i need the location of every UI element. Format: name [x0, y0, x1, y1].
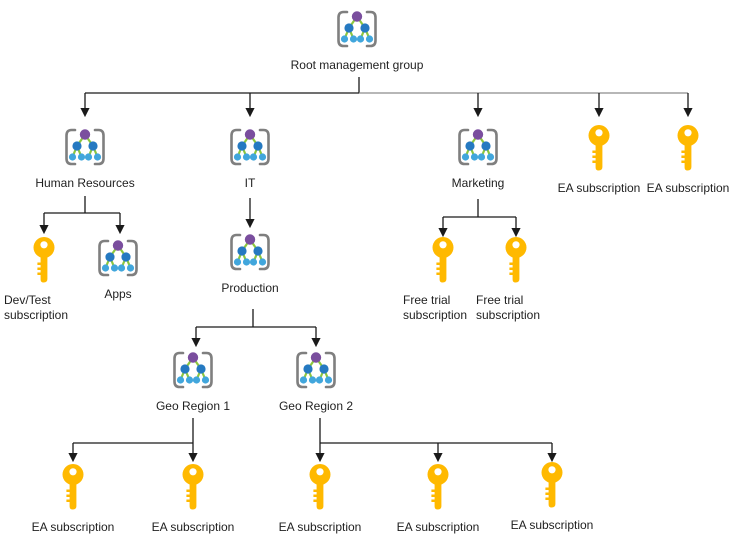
node-ea-subscription-geo2-2: EA subscription	[390, 463, 486, 535]
node-label: IT	[244, 176, 256, 190]
node-label: EA subscription	[646, 181, 730, 195]
node-production: Production	[202, 232, 298, 296]
node-free-trial-subscription-1: Free trial subscription	[395, 236, 491, 323]
node-ea-subscription-top-2: EA subscription	[633, 124, 742, 196]
node-label: Human Resources	[35, 176, 135, 190]
node-label: Apps	[104, 287, 132, 301]
subscription-key-icon	[588, 125, 610, 171]
node-ea-subscription-geo1-1: EA subscription	[25, 463, 121, 535]
node-label: EA subscription	[151, 520, 235, 534]
node-label: Geo Region 2	[278, 399, 354, 413]
node-label: EA subscription	[31, 520, 115, 534]
node-geo-region-1: Geo Region 1	[145, 350, 241, 414]
node-ea-subscription-geo2-1: EA subscription	[272, 463, 368, 535]
node-free-trial-subscription-2: Free trial subscription	[468, 236, 564, 323]
management-group-icon	[65, 128, 105, 166]
management-group-icon	[230, 128, 270, 166]
node-label: EA subscription	[557, 181, 641, 195]
node-marketing: Marketing	[423, 127, 533, 191]
subscription-key-icon	[505, 237, 527, 283]
node-label: Free trial subscription	[403, 293, 468, 322]
node-ea-subscription-top-1: EA subscription	[544, 124, 654, 196]
management-group-icon	[296, 350, 336, 389]
node-label: Geo Region 1	[155, 399, 231, 413]
node-label: EA subscription	[510, 518, 594, 532]
node-devtest-subscription: Dev/Test subscription	[0, 236, 92, 323]
node-ea-subscription-geo2-3: EA subscription	[504, 461, 600, 533]
subscription-key-icon	[33, 237, 55, 283]
subscription-key-icon	[677, 125, 699, 171]
node-label: EA subscription	[396, 520, 480, 534]
management-group-icon	[173, 350, 213, 389]
subscription-key-icon	[432, 237, 454, 283]
node-human-resources: Human Resources	[30, 127, 140, 191]
subscription-key-icon	[309, 464, 331, 510]
node-label: Free trial subscription	[476, 293, 541, 322]
node-ea-subscription-geo1-2: EA subscription	[145, 463, 241, 535]
node-label: Root management group	[290, 58, 424, 72]
node-label: Marketing	[451, 176, 505, 190]
node-label: Production	[221, 281, 279, 295]
subscription-key-icon	[182, 464, 204, 510]
node-geo-region-2: Geo Region 2	[268, 350, 364, 414]
subscription-key-icon	[541, 462, 563, 508]
subscription-key-icon	[62, 464, 84, 510]
node-root-management-group: Root management group	[291, 9, 423, 73]
subscription-key-icon	[427, 464, 449, 510]
node-label: EA subscription	[278, 520, 362, 534]
management-group-icon	[98, 239, 138, 277]
management-group-icon	[337, 10, 377, 48]
management-group-icon	[458, 128, 498, 166]
node-label: Dev/Test subscription	[4, 293, 69, 322]
node-apps: Apps	[70, 238, 166, 302]
node-it: IT	[195, 127, 305, 191]
management-group-icon	[230, 233, 270, 271]
